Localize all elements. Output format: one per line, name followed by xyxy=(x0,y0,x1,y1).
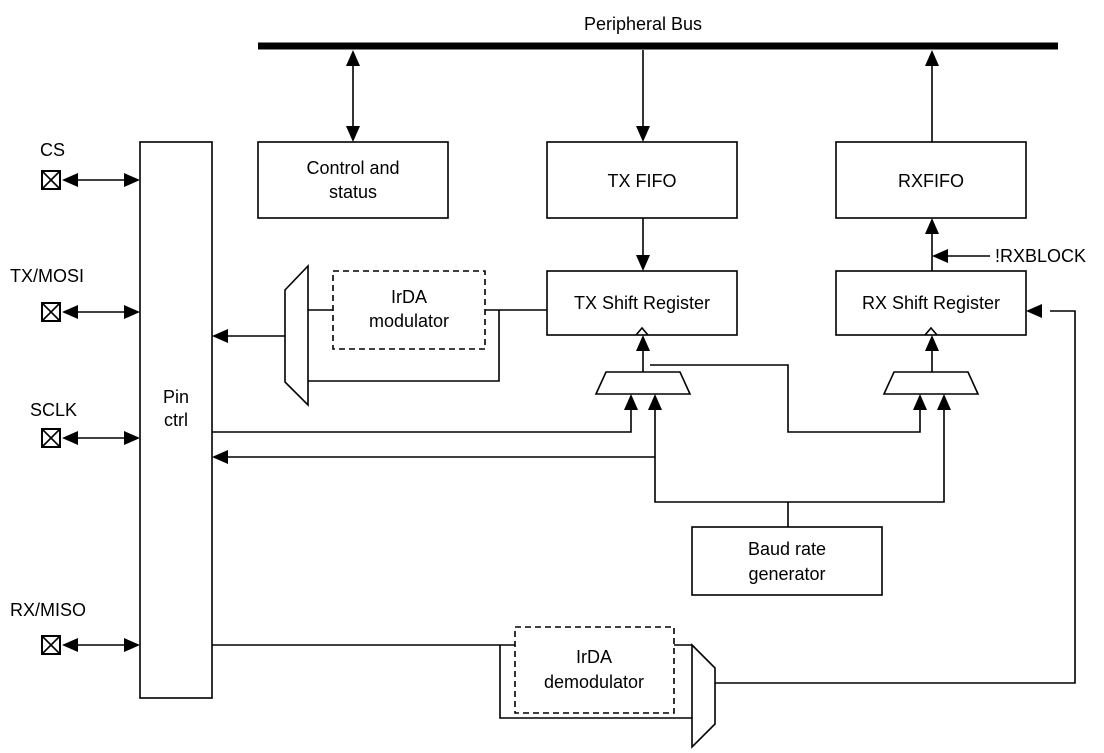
rx-shift-register-label: RX Shift Register xyxy=(862,293,1000,313)
irda-modulator-label: IrDA xyxy=(391,287,427,307)
tx-clock-mux xyxy=(594,371,692,395)
pin-tx-mosi: TX/MOSI xyxy=(10,266,140,322)
pin-cs-label: CS xyxy=(40,140,65,160)
baud-rate-generator-label-2: generator xyxy=(748,564,825,584)
irda-demodulator-label-2: demodulator xyxy=(544,672,644,692)
pin-sclk: SCLK xyxy=(30,400,140,448)
baud-rate-generator-label: Baud rate xyxy=(748,539,826,559)
control-status-label-2: status xyxy=(329,182,377,202)
tx-fifo-label: TX FIFO xyxy=(608,171,677,191)
irda-modulator-block xyxy=(332,270,486,350)
irda-demodulator-label: IrDA xyxy=(576,647,612,667)
tx-shift-register-label: TX Shift Register xyxy=(574,293,710,313)
pin-sclk-label: SCLK xyxy=(30,400,77,420)
control-status-block xyxy=(257,141,449,219)
rx-fifo-label: RXFIFO xyxy=(898,171,964,191)
pin-tx-mosi-label: TX/MOSI xyxy=(10,266,84,286)
rx-clock-mux xyxy=(882,371,980,395)
fifo-shift-connections xyxy=(636,218,990,271)
bus-label: Peripheral Bus xyxy=(584,14,702,34)
pin-ctrl-label: Pin xyxy=(163,387,189,407)
clock-wires xyxy=(212,335,951,527)
pin-rx-miso: RX/MISO xyxy=(10,600,140,655)
irda-demodulator-block xyxy=(514,626,675,714)
control-status-label: Control and xyxy=(306,158,399,178)
irda-modulator-label-2: modulator xyxy=(369,311,449,331)
pin-cs: CS xyxy=(40,140,140,190)
rx-input-mux xyxy=(691,643,716,749)
tx-shift-register-block xyxy=(546,270,738,336)
tx-fifo-block xyxy=(546,141,738,219)
bus-connections xyxy=(346,50,939,142)
rx-fifo-block xyxy=(835,141,1027,219)
tx-output-mux xyxy=(284,264,309,407)
tx-path-wires xyxy=(212,309,547,382)
tx-shift-clock-marker xyxy=(635,326,649,336)
pin-rx-miso-label: RX/MISO xyxy=(10,600,86,620)
pin-ctrl-label-2: ctrl xyxy=(164,410,188,430)
pin-ctrl-block xyxy=(139,141,213,699)
rx-shift-clock-marker xyxy=(924,326,938,336)
rxblock-label: !RXBLOCK xyxy=(995,246,1086,266)
baud-rate-generator-block xyxy=(691,526,883,596)
rx-shift-register-block xyxy=(835,270,1027,336)
rx-path-wires xyxy=(212,304,1076,719)
